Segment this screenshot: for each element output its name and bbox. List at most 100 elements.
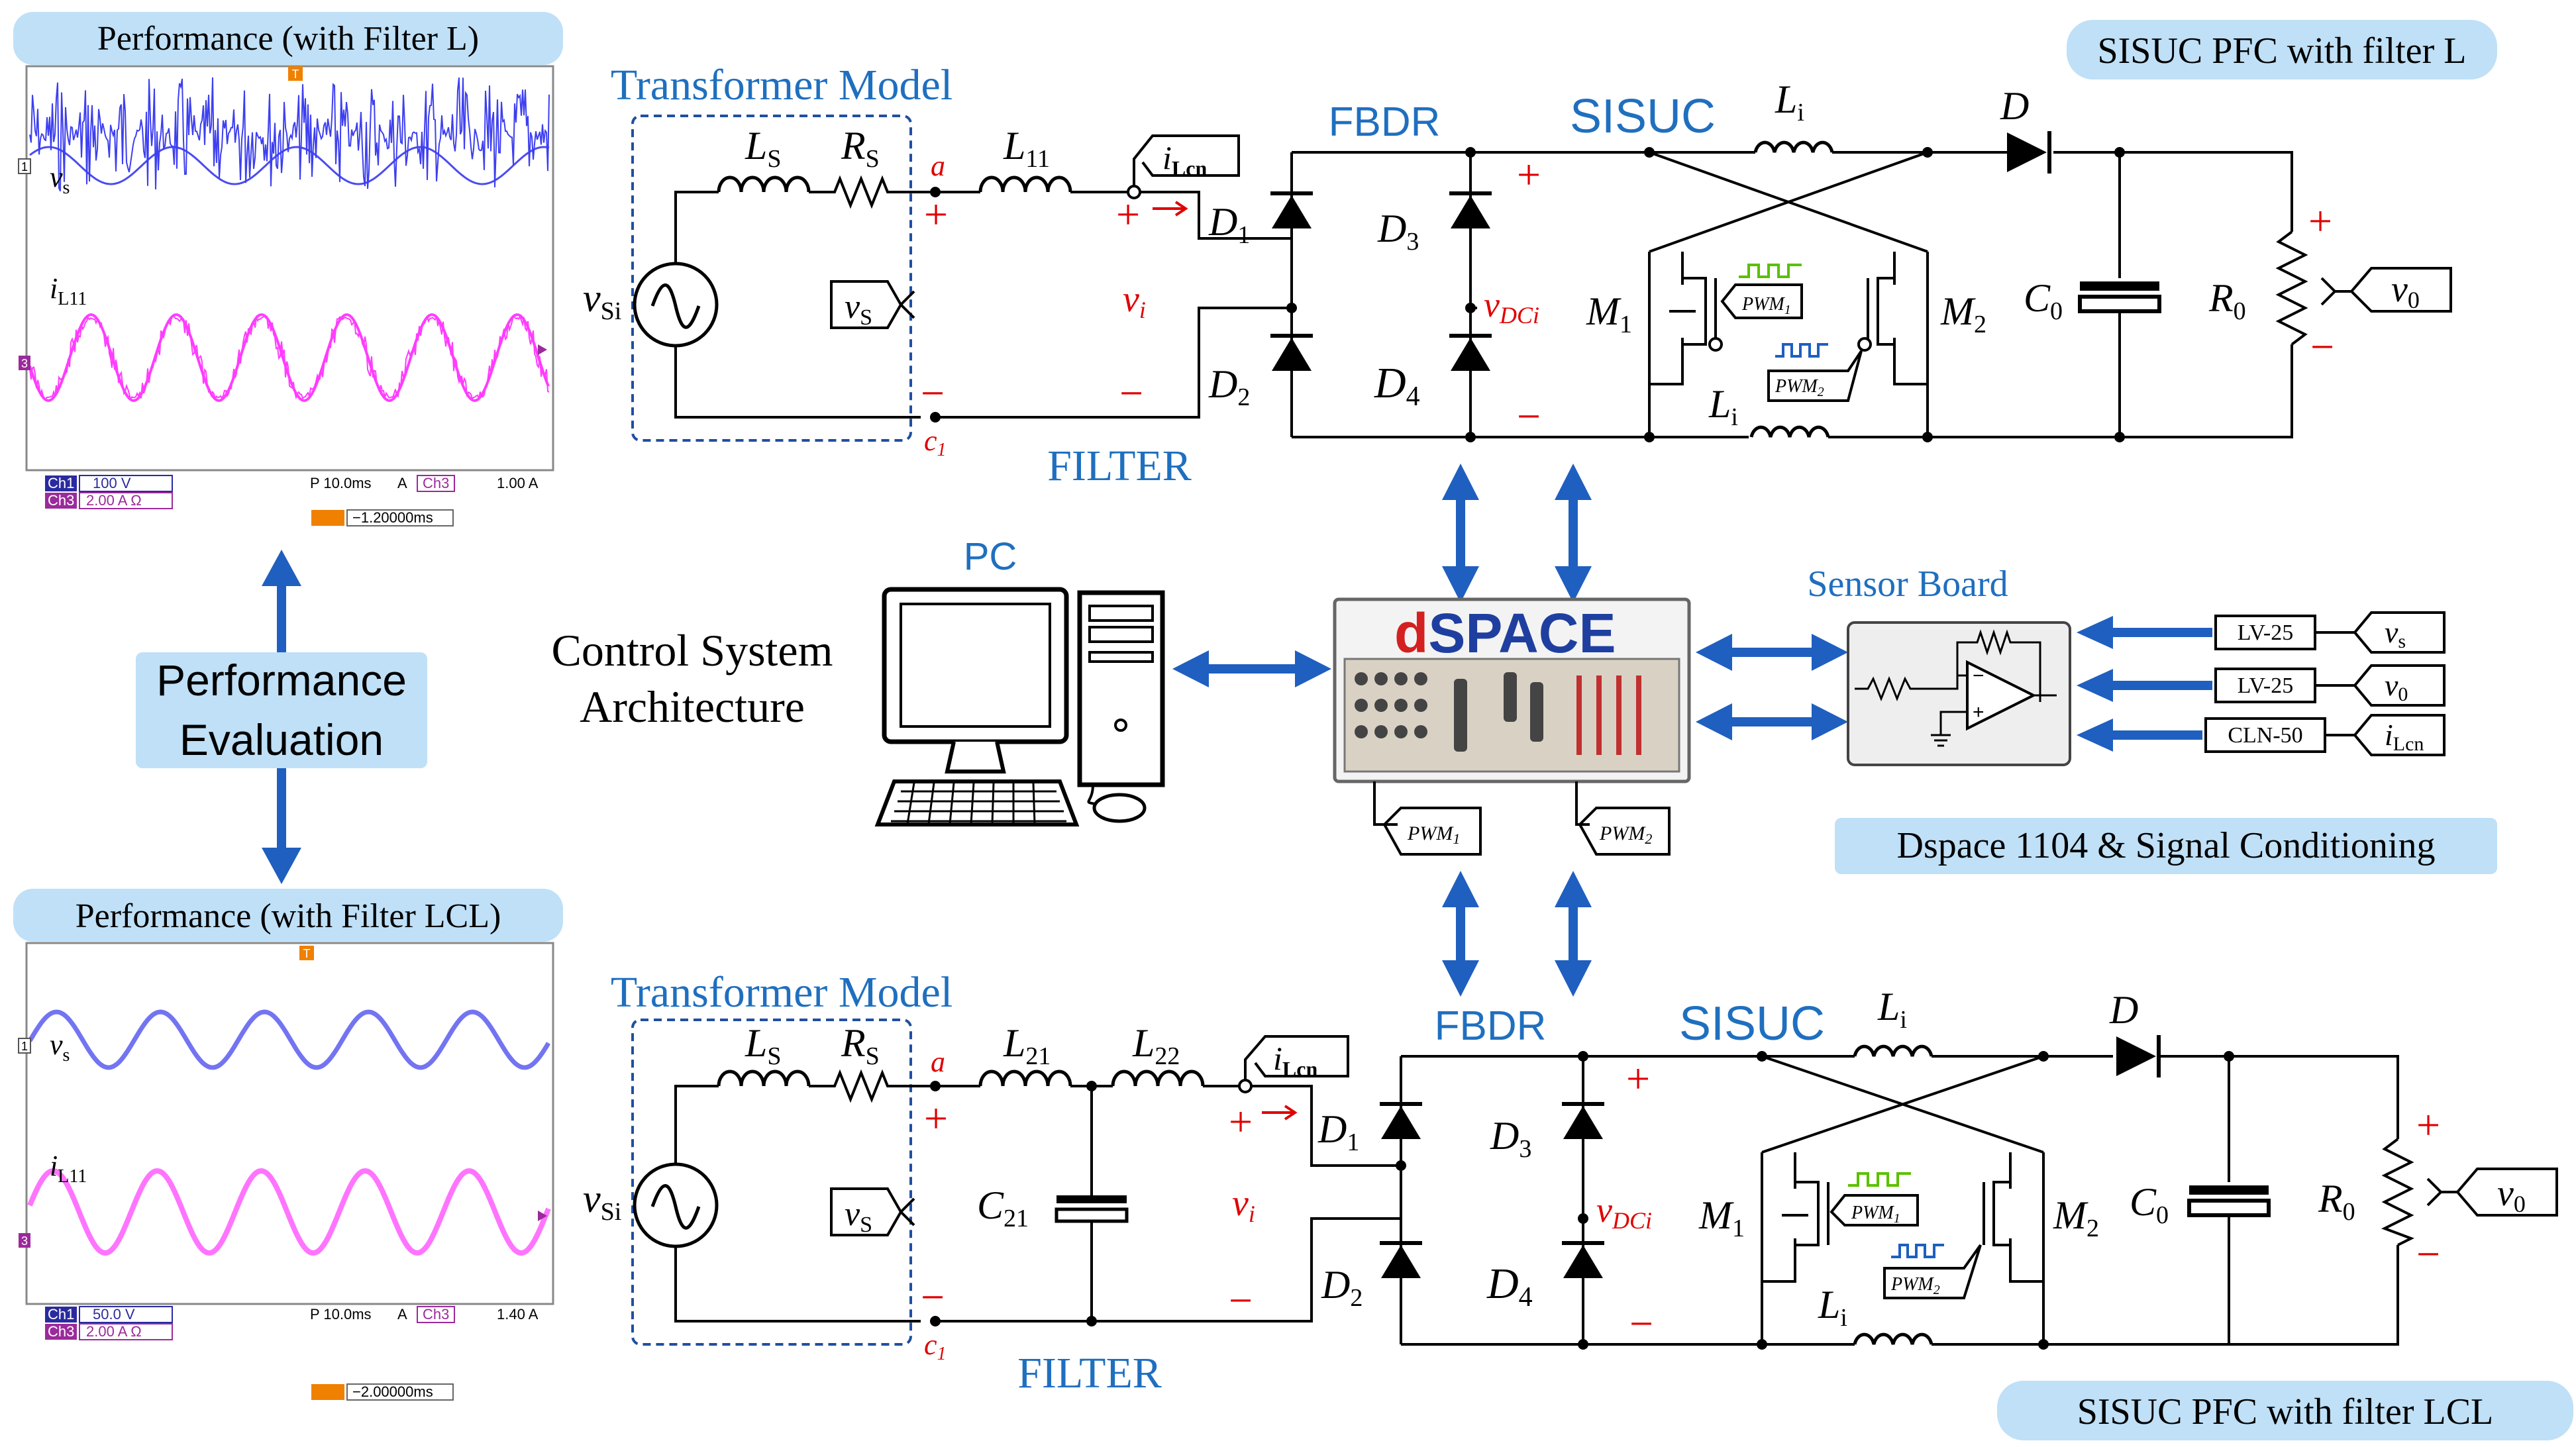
bottom-minus-vi: − <box>1229 1277 1253 1324</box>
pc-mouse <box>1092 793 1147 823</box>
dspace-bnc-connector <box>1355 699 1368 712</box>
top-scope-ch3b-badge <box>417 475 455 492</box>
bottom-plus-a: + <box>924 1095 948 1142</box>
bottom-D3-diode <box>1563 1106 1603 1139</box>
bottom-scope-status-time: P 10.0ms <box>310 1306 372 1322</box>
top-pwm1-label: PWM1 <box>1741 294 1791 317</box>
top-wire-bottom-return <box>935 307 1292 419</box>
bottom-ac-source-wave-icon <box>650 1184 701 1230</box>
top-scope-ch1-badge <box>45 475 77 491</box>
top-Li-bot-inductor <box>1749 425 1830 438</box>
top-minus-vi: − <box>1119 370 1143 417</box>
bottom-Li-top-inductor <box>1853 1044 1933 1057</box>
sensor-row-2: LV-25 v0 <box>2077 664 2446 707</box>
bottom-Rs-resistor <box>809 1069 934 1103</box>
bottom-vs-probe <box>830 1187 915 1236</box>
dspace-connectors <box>1355 672 1641 755</box>
top-plus-dc: + <box>1517 151 1541 198</box>
top-ilcn-node <box>1127 185 1141 199</box>
control-architecture: PC Control System Architecture dSPACE <box>551 464 2497 997</box>
top-L11-inductor <box>978 175 1072 193</box>
top-scope-level-marker <box>538 344 547 355</box>
bottom-D-label: D <box>2109 988 2138 1032</box>
bottom-D4-label: D4 <box>1486 1260 1533 1313</box>
top-ilcn-label: iLcn <box>1162 139 1207 180</box>
bottom-banner-pill <box>1997 1381 2573 1440</box>
bottom-Li-bot-inductor <box>1853 1332 1933 1345</box>
top-M1-mosfet <box>1649 252 1717 385</box>
opamp-input-resistor <box>1855 674 1967 702</box>
top-D-label: D <box>2000 84 2029 128</box>
pc-tower-slot2 <box>1088 626 1154 643</box>
ctrl-arrow-v1-head-down <box>1442 566 1479 603</box>
pc-icon <box>874 587 1165 826</box>
dspace-sensor-arrow2-head-right <box>1812 703 1848 740</box>
bottom-fbdr-label: FBDR <box>1435 1003 1547 1049</box>
bottom-node-out-top <box>2224 1051 2234 1062</box>
bottom-R0-label: R0 <box>2318 1177 2355 1226</box>
bottom-C0-capacitor-bot <box>2187 1199 2271 1217</box>
bottom-ilcn-node <box>1238 1079 1253 1093</box>
sensor-row-3-tag <box>2353 714 2446 756</box>
dspace-pwm1-tag <box>1382 807 1482 856</box>
pc-tower-slot1 <box>1088 605 1154 622</box>
bottom-source-wire <box>674 1085 921 1322</box>
opamp-ground <box>1931 711 1967 747</box>
bottom-M2-mosfet <box>1983 1152 2043 1283</box>
bottom-minus-dc: − <box>1629 1300 1653 1347</box>
bottom-C21-capacitor-top <box>1056 1195 1127 1203</box>
top-M1-gate-node <box>1708 337 1723 352</box>
dspace-pwm2-wire <box>1575 781 1590 826</box>
bottom-vs-probe-label: vS <box>845 1195 872 1237</box>
bottom-wire-bottom-return <box>935 1217 1401 1322</box>
top-scope-trigger-marker <box>288 66 303 81</box>
top-M2-label: M2 <box>1940 289 1986 338</box>
bottom-transformer-box <box>631 1019 912 1346</box>
bottom-wire-L22-out <box>1203 1085 1401 1167</box>
bottom-scope-trigger-marker <box>299 946 314 960</box>
dspace-banner: Dspace 1104 & Signal Conditioning <box>1897 825 2436 866</box>
dspace-bnc-connector <box>1374 672 1388 685</box>
top-scope-ch3-marker <box>19 356 30 370</box>
top-node-out-top <box>2114 147 2125 158</box>
pc-keyboard-keys <box>891 782 1066 824</box>
top-node-sisuc-bl <box>1644 432 1655 442</box>
top-output-wires <box>1928 151 2293 438</box>
bottom-scope-trigger-marker-text: T <box>303 947 311 960</box>
top-R0-label: R0 <box>2208 276 2246 325</box>
top-banner-pill <box>2067 20 2497 79</box>
top-plus-a: + <box>924 191 948 238</box>
bottom-D3-label: D3 <box>1490 1114 1531 1163</box>
ctrl-arrow-v4-head-up <box>1555 871 1592 907</box>
bottom-pwm1-tag <box>1829 1194 1919 1226</box>
dspace-bnc-connector <box>1374 725 1388 738</box>
top-scope-status-ch3: Ch3 <box>48 492 74 509</box>
bottom-minus-out: − <box>2416 1230 2440 1277</box>
sensor-row-2-box <box>2214 668 2316 703</box>
top-scope-ch1-marker-text: 1 <box>21 160 28 174</box>
bottom-M2-label: M2 <box>2053 1193 2099 1242</box>
bottom-scope-ch1-value-box <box>79 1306 173 1323</box>
bottom-minus-c1: − <box>921 1273 945 1321</box>
top-transformer-box <box>631 115 912 442</box>
top-fbdr-wires <box>1290 151 1477 438</box>
dspace-bnc-connector <box>1394 725 1408 738</box>
top-scope-trigger-marker-text: T <box>292 68 299 81</box>
bottom-scope-status-ch3: Ch3 <box>48 1323 74 1340</box>
top-scope-status-level: 1.00 A <box>497 475 539 491</box>
top-vi-label: vi <box>1123 279 1146 323</box>
dspace-led-strip <box>1576 675 1582 755</box>
top-pwm2-tag <box>1767 350 1863 402</box>
dspace-pwm2-label: PWM2 <box>1599 823 1652 847</box>
bottom-filter-label: FILTER <box>1017 1349 1162 1397</box>
bottom-fbdr-wires <box>1400 1055 1584 1346</box>
dspace-sensor-arrow2-head-left <box>1696 703 1732 740</box>
bottom-v0-probe <box>2426 1168 2558 1217</box>
top-node-out-bot <box>2114 432 2125 442</box>
bottom-scope-status-ch3b: Ch3 <box>423 1306 449 1322</box>
pc-tower <box>1077 590 1165 787</box>
bottom-circuit: Transformer Model vSi LS RS a + c1 − vS … <box>583 968 2573 1440</box>
top-node-c1-label: c1 <box>924 424 947 460</box>
top-scope-status-a: A <box>397 475 407 491</box>
top-D4-diode <box>1451 338 1490 371</box>
